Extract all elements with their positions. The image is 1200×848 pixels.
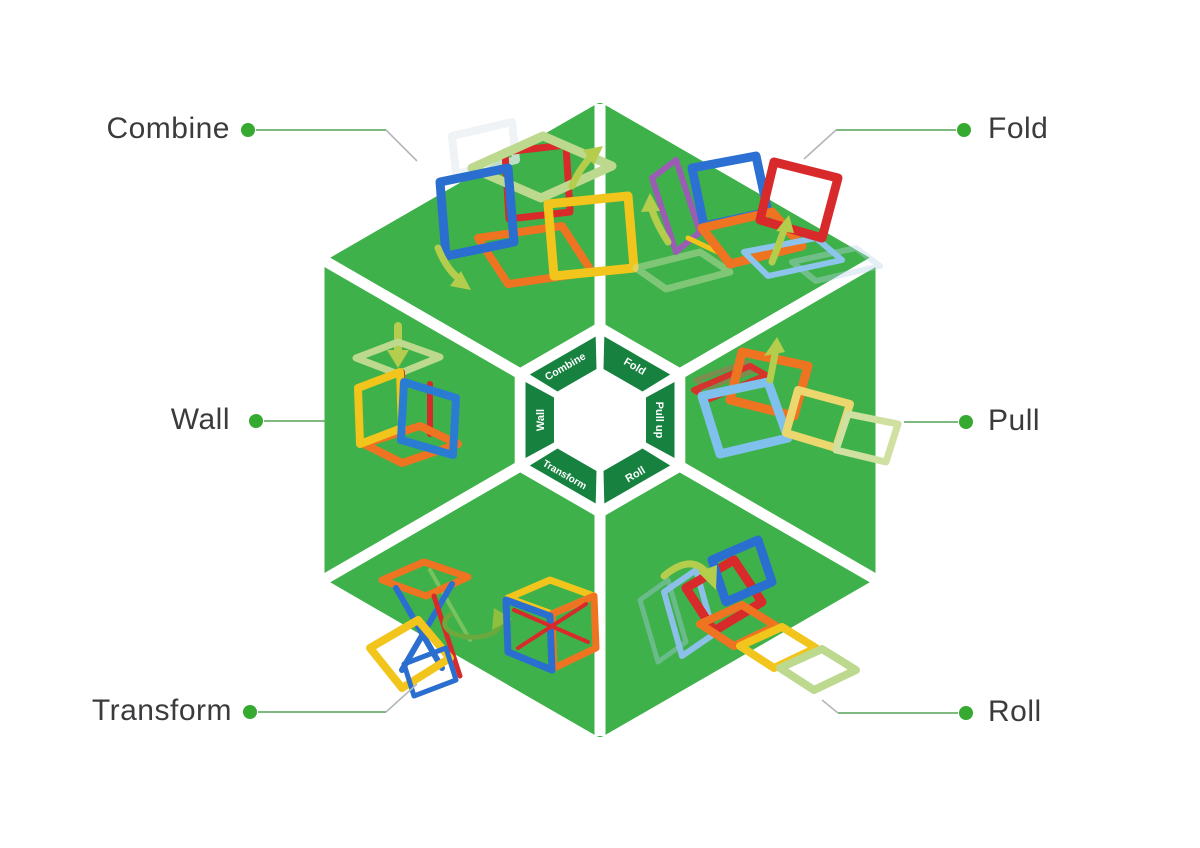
leader-dot-transform bbox=[243, 705, 257, 719]
leader-dot-wall bbox=[249, 414, 263, 428]
label-transform-text: Transform bbox=[91, 694, 232, 727]
ring-segment-roll bbox=[603, 448, 671, 504]
label-roll-text: Roll bbox=[988, 695, 1042, 728]
leader-lines bbox=[241, 123, 973, 720]
arrow-head-icon bbox=[764, 337, 785, 356]
ring-segment-combine bbox=[529, 336, 597, 392]
roll-toy-illustration bbox=[637, 535, 860, 694]
leader-dot-pull bbox=[959, 415, 973, 429]
ring-segment-transform bbox=[529, 448, 597, 504]
label-fold: Fold bbox=[988, 112, 1048, 146]
arrow-head-icon bbox=[583, 146, 603, 165]
combine-toy-illustration bbox=[434, 118, 639, 290]
arrow-head-icon bbox=[641, 193, 660, 212]
roll-arrow-icon bbox=[660, 560, 710, 580]
label-fold-text: Fold bbox=[988, 112, 1049, 145]
ring-label-pull-up: Pull up bbox=[653, 402, 665, 439]
label-wall-text: Wall bbox=[170, 403, 230, 436]
label-combine: Combine bbox=[106, 112, 230, 146]
arrow-up-icon bbox=[768, 226, 788, 266]
ring-segment-wall bbox=[525, 382, 554, 458]
rotate-arrow-icon bbox=[442, 612, 504, 640]
arrow-up-icon bbox=[766, 350, 779, 384]
transform-toy-illustration bbox=[366, 558, 600, 699]
ring-segment-fold bbox=[603, 336, 671, 392]
arrow-head-icon bbox=[776, 215, 794, 233]
arrow-head-icon bbox=[450, 271, 471, 290]
label-transform: Transform bbox=[92, 694, 232, 728]
leader-dot-fold bbox=[957, 123, 971, 137]
pull-toy-illustration bbox=[691, 337, 902, 466]
leader-dot-roll bbox=[959, 706, 973, 720]
label-combine-text: Combine bbox=[106, 112, 230, 145]
arrow-up-icon bbox=[648, 206, 672, 246]
leader-diagonal-combine bbox=[385, 129, 418, 162]
label-wall: Wall bbox=[171, 403, 230, 437]
leader-diagonal-transform bbox=[385, 683, 418, 713]
leader-diagonal-fold bbox=[803, 129, 837, 160]
ring-label-wall: Wall bbox=[535, 409, 547, 431]
arrow-head-icon bbox=[698, 565, 717, 590]
arrow-head-icon bbox=[492, 608, 512, 630]
ring-segments bbox=[525, 336, 675, 504]
leader-diagonal-roll bbox=[821, 699, 839, 714]
leader-dot-combine bbox=[241, 123, 255, 137]
label-roll: Roll bbox=[988, 695, 1042, 729]
fold-toy-illustration bbox=[632, 151, 883, 293]
arrow-down-icon bbox=[434, 244, 462, 282]
wall-toy-illustration bbox=[352, 322, 462, 467]
label-pull: Pull bbox=[988, 404, 1040, 438]
arrow-head-icon bbox=[387, 350, 409, 368]
arrow-up-icon bbox=[568, 154, 594, 190]
ring-segment-pull-up bbox=[646, 382, 675, 458]
label-pull-text: Pull bbox=[988, 404, 1041, 437]
